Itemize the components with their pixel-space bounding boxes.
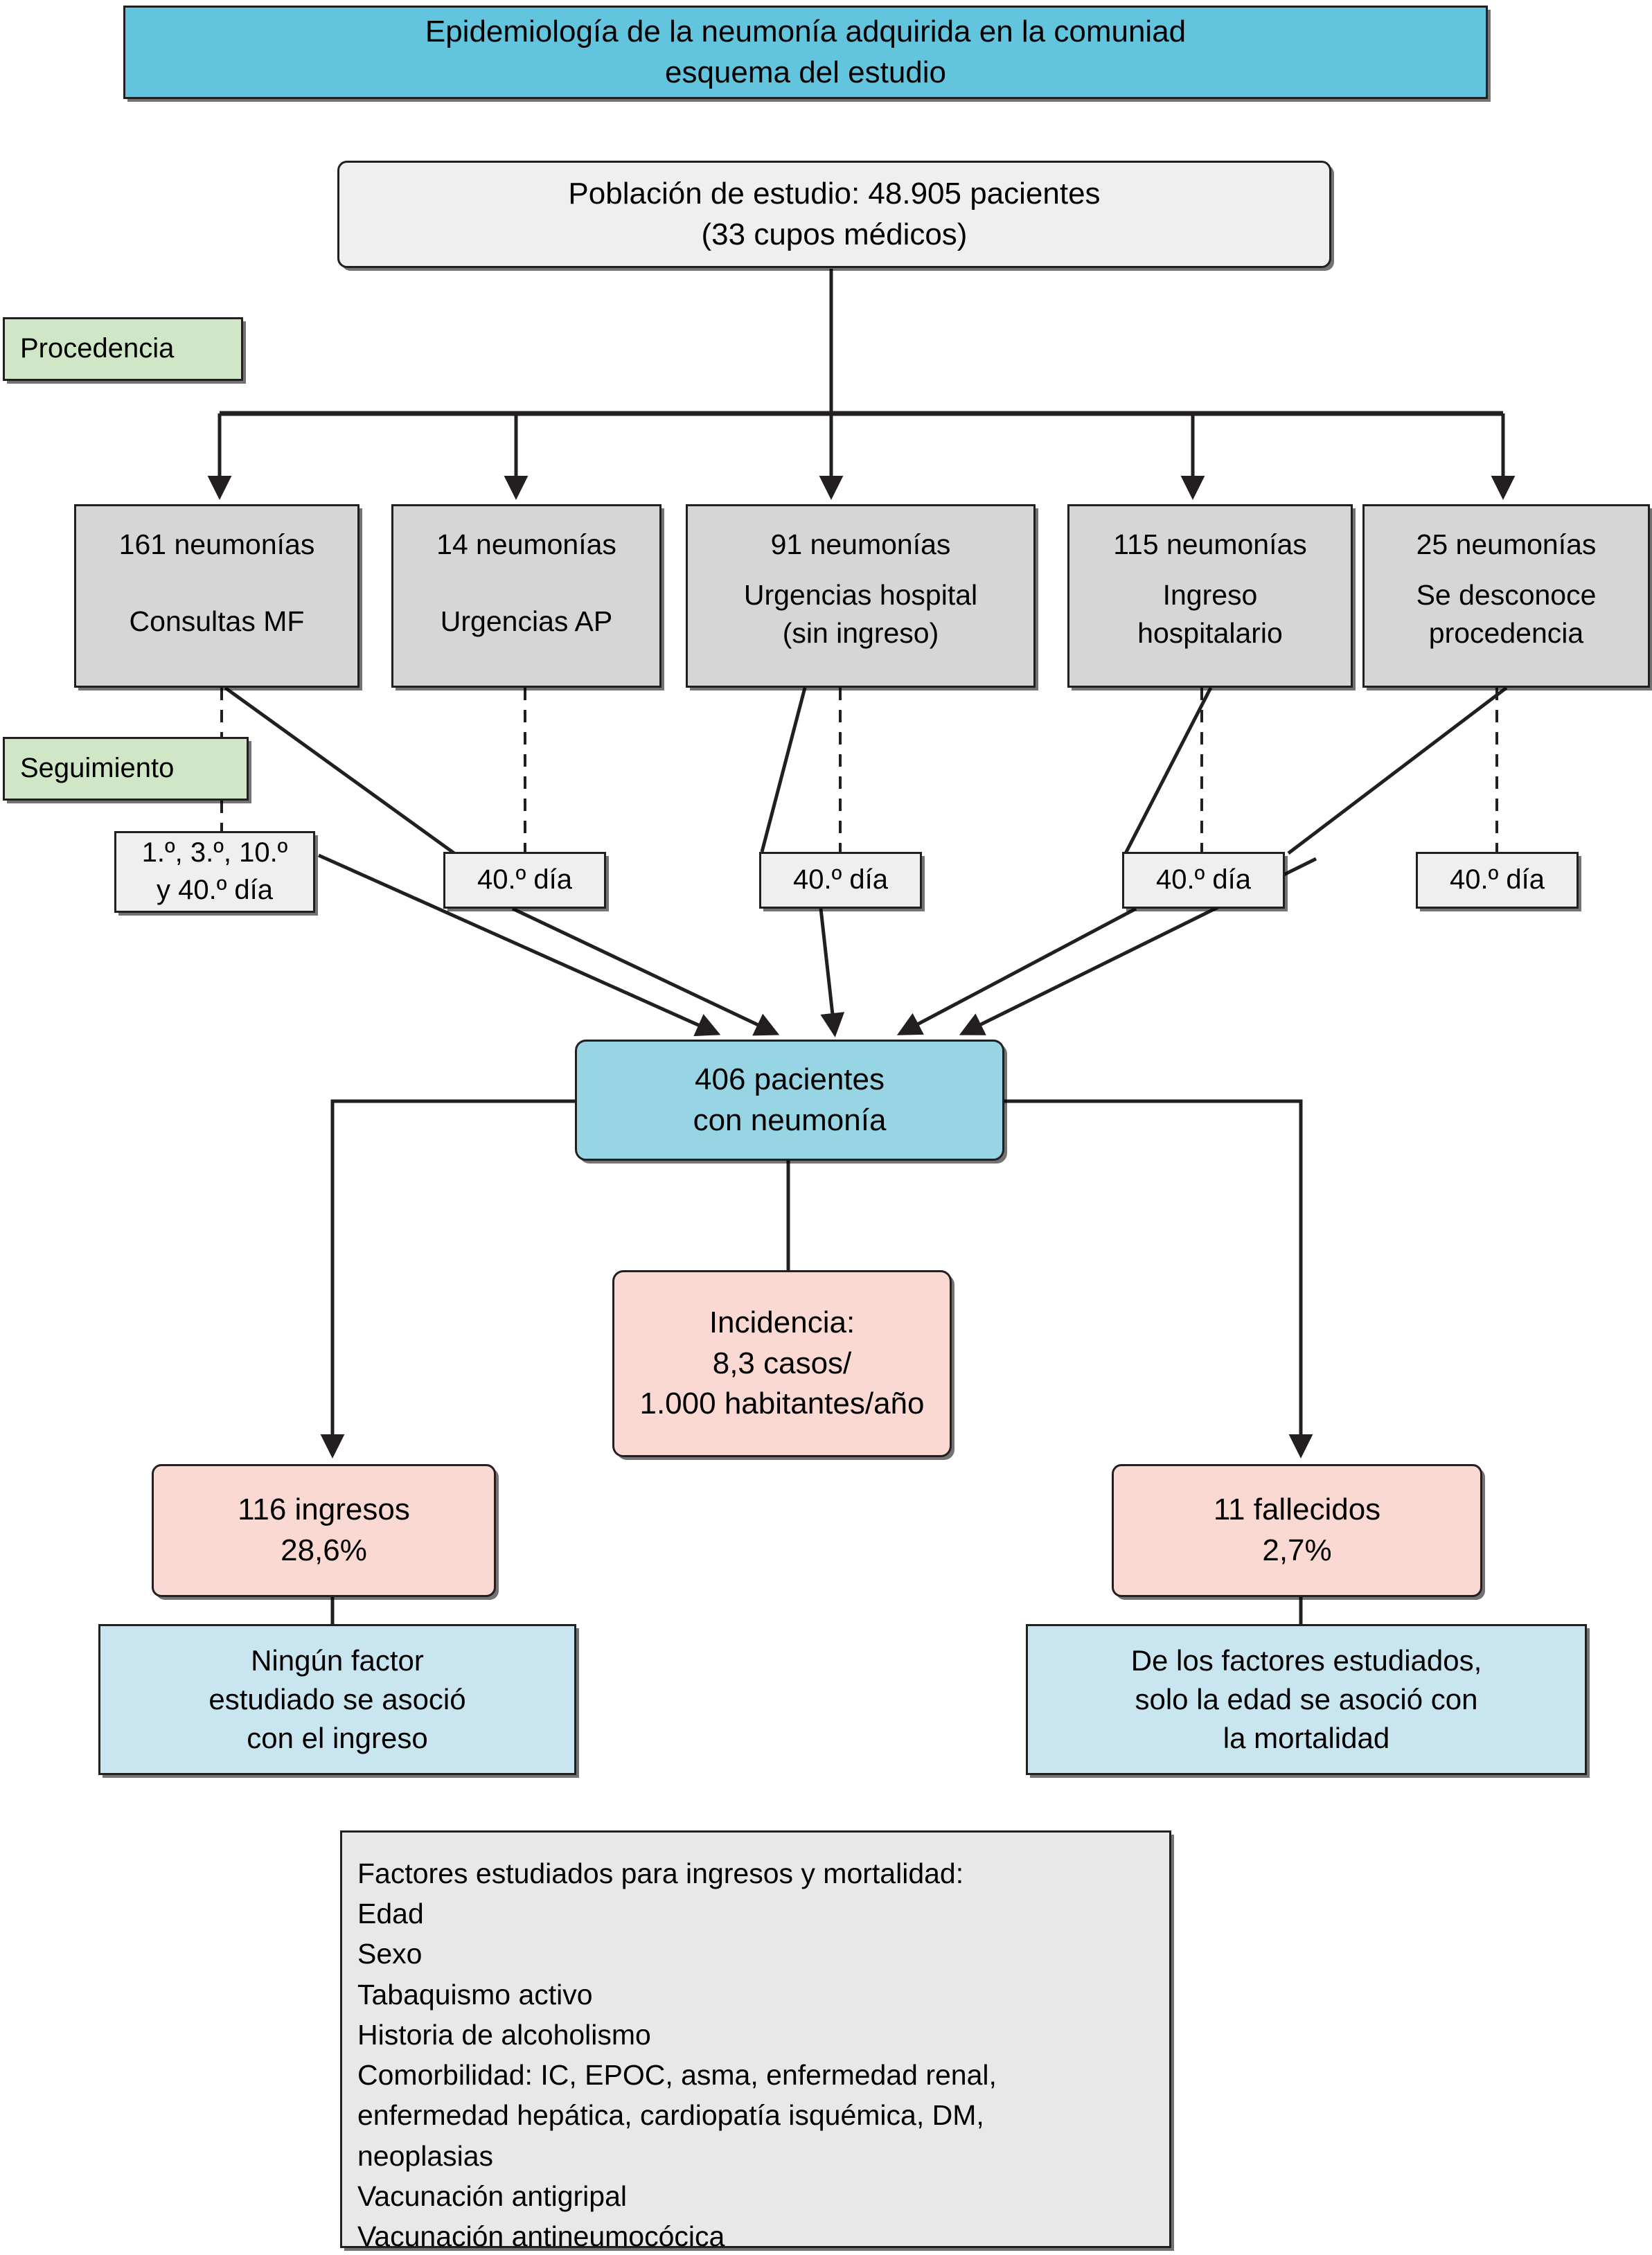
wire-followup-3-to-cohort (896, 907, 1137, 1035)
conclusion-box-mortality: De los factores estudiados, solo la edad… (1026, 1624, 1587, 1775)
source-count: 14 neumonías (436, 528, 616, 560)
wire-source-4-diagonal (1123, 686, 1213, 855)
outcome-box-deaths: 11 fallecidos 2,7% (1112, 1464, 1482, 1597)
section-label-seguimiento: Seguimiento (3, 737, 249, 801)
source-label: Consultas MF (129, 605, 305, 637)
followup-box-ingreso-hospitalario: 40.º día (1122, 852, 1285, 909)
factors-studied-box: Factores estudiados para ingresos y mort… (340, 1830, 1171, 2252)
source-box-consultas-mf: 161 neumonías Consultas MF (74, 504, 359, 688)
source-label: Urgencias AP (440, 605, 613, 637)
wire-source-5-diagonal (1287, 686, 1508, 855)
followup-box-consultas-mf: 1.º, 3.º, 10.º y 40.º día (114, 831, 315, 913)
source-label: Se desconoce procedencia (1416, 578, 1597, 649)
source-count: 115 neumonías (1113, 528, 1307, 560)
wire-source-1-diagonal (224, 686, 459, 857)
wire-cohort-to-deaths (1004, 1099, 1313, 1459)
source-box-procedencia-desconocida: 25 neumonías Se desconoce procedencia (1362, 504, 1650, 688)
source-box-urgencias-hospital: 91 neumonías Urgencias hospital (sin ing… (686, 504, 1036, 688)
source-box-ingreso-hospitalario: 115 neumonías Ingreso hospitalario (1067, 504, 1353, 688)
wire-source-3-diagonal (760, 687, 807, 853)
followup-box-urgencias-hospital: 40.º día (759, 852, 922, 909)
source-label: Ingreso hospitalario (1137, 578, 1283, 649)
source-count: 161 neumonías (118, 528, 315, 560)
conclusion-box-admissions: Ningún factor estudiado se asoció con el… (98, 1624, 576, 1775)
source-label: Urgencias hospital (sin ingreso) (743, 578, 978, 649)
wire-followup-2-to-cohort (819, 908, 845, 1037)
source-count: 91 neumonías (770, 528, 951, 560)
source-box-urgencias-ap: 14 neumonías Urgencias AP (391, 504, 661, 688)
incidence-box: Incidencia: 8,3 casos/ 1.000 habitantes/… (612, 1270, 952, 1457)
source-count: 25 neumonías (1416, 528, 1597, 560)
followup-box-urgencias-ap: 40.º día (443, 852, 606, 909)
followup-box-procedencia-desconocida: 40.º día (1416, 852, 1579, 909)
wire-followup-1-to-cohort (511, 907, 780, 1036)
cohort-box: 406 pacientes con neumonía (575, 1040, 1004, 1161)
chart-title-banner: Epidemiología de la neumonía adquirida e… (123, 6, 1488, 99)
section-label-procedencia: Procedencia (3, 317, 243, 381)
wire-cohort-to-admissions (320, 1099, 575, 1459)
population-box: Población de estudio: 48.905 pacientes (… (337, 161, 1331, 268)
outcome-box-admissions: 116 ingresos 28,6% (152, 1464, 496, 1597)
